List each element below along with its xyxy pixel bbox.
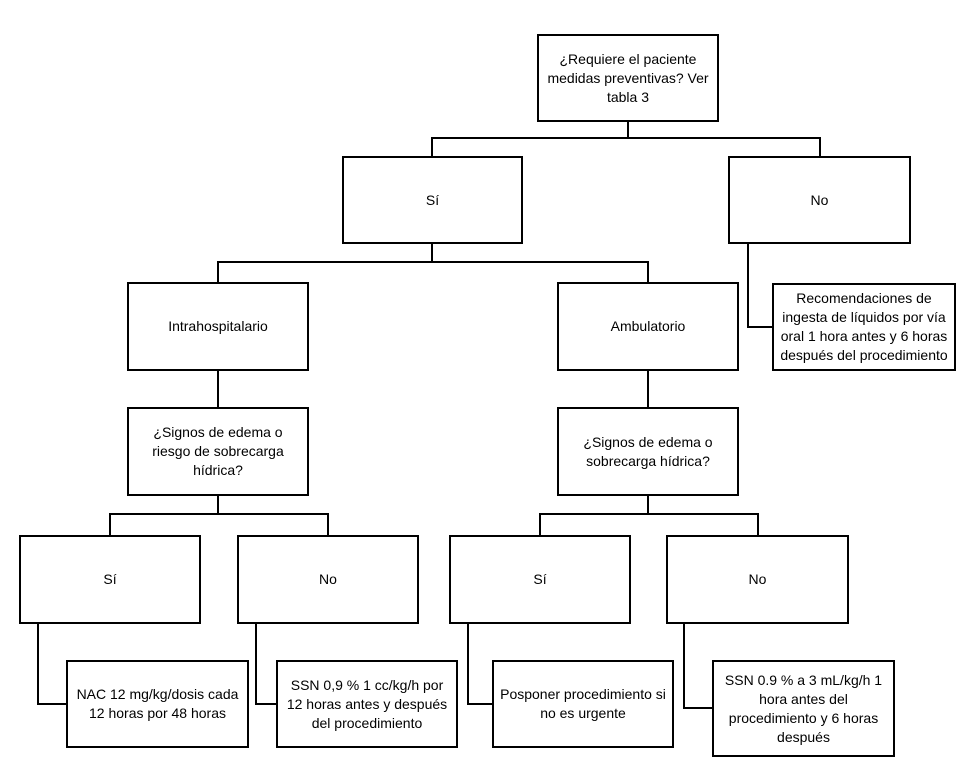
inpatient-yes-box: Sí [19, 535, 201, 624]
outpatient-no-box: No [666, 535, 849, 624]
connector-outpatient-yes-action [467, 624, 492, 705]
connector-inpatient-answers [109, 513, 329, 535]
connector-care-setting [217, 261, 649, 282]
connector-root-yes-no [431, 137, 821, 156]
inpatient-no-action-box: SSN 0,9 % 1 cc/kg/h por 12 horas antes y… [276, 660, 458, 748]
root-question-box: ¿Requiere el paciente medidas preventiva… [537, 34, 719, 122]
connector-inpatient-no-action [255, 624, 276, 705]
inpatient-yes-action-box: NAC 12 mg/kg/dosis cada 12 horas por 48 … [66, 660, 249, 748]
no-box: No [728, 156, 911, 244]
outpatient-yes-action-box: Posponer procedimiento si no es urgente [492, 660, 674, 748]
outpatient-question-box: ¿Signos de edema o sobrecarga hídrica? [557, 407, 739, 496]
connector-outpatient-no-action [683, 624, 712, 709]
inpatient-no-box: No [237, 535, 419, 624]
outpatient-no-action-box: SSN 0.9 % a 3 mL/kg/h 1 hora antes del p… [712, 660, 895, 757]
no-recommendation-box: Recomendaciones de ingesta de líquidos p… [772, 283, 956, 371]
connector-no-recommendation [747, 244, 772, 328]
inpatient-box: Intrahospitalario [127, 282, 309, 371]
connector-inpatient-yes-action [37, 624, 66, 705]
yes-box: Sí [342, 156, 523, 244]
connector-outpatient-answers [539, 513, 759, 535]
inpatient-question-box: ¿Signos de edema o riesgo de sobrecarga … [127, 407, 309, 496]
outpatient-yes-box: Sí [449, 535, 631, 624]
outpatient-box: Ambulatorio [557, 282, 739, 371]
